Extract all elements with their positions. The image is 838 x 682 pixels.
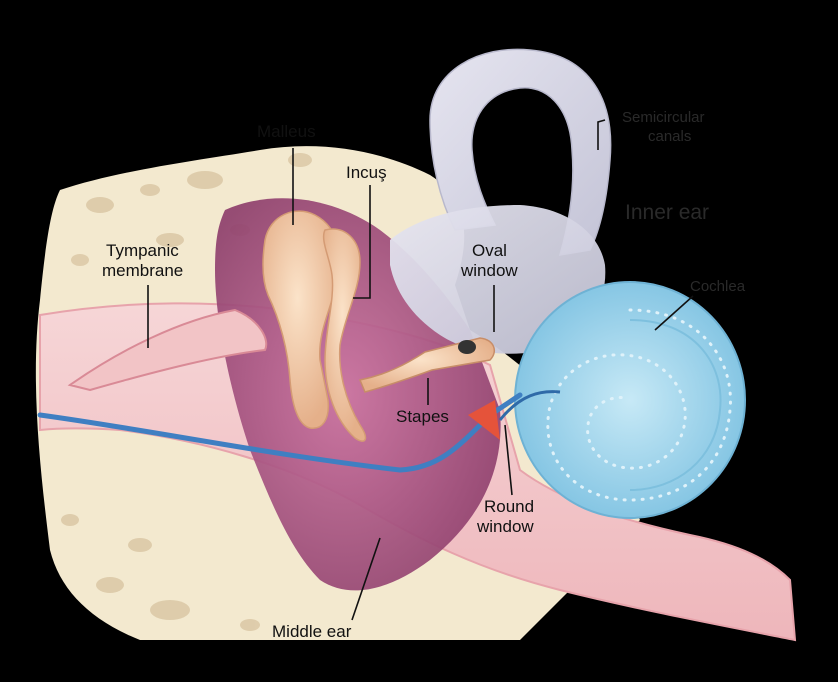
stapes-shape [358, 337, 496, 393]
incus-leader [353, 185, 371, 299]
oval-window-label-line2: window [460, 261, 518, 280]
cochlea-leader [654, 295, 694, 331]
semicircular-canals-shape [429, 48, 612, 256]
round-window-leader [504, 424, 513, 496]
malleus-label: Malleus [257, 122, 316, 141]
round-window-label-line1: Round [484, 497, 534, 516]
malleus-shape [262, 210, 341, 429]
semicircular-canals-label-line2: canals [648, 128, 691, 145]
incus-label: Incuş [346, 163, 387, 182]
oval-window-label-line1: Oval [472, 241, 507, 260]
incus-shape [322, 228, 367, 442]
cochlea-shape [514, 281, 746, 519]
inner-ear-label: Inner ear [625, 201, 709, 224]
electrode-tip [468, 400, 500, 440]
middle-ear-label: Middle ear [272, 622, 352, 641]
electrode-lead [37, 392, 523, 473]
electrode-array [498, 390, 561, 421]
middle-ear-leader [351, 537, 381, 621]
semicircular-leader [597, 119, 606, 150]
tympanic-membrane-label-line2: membrane [102, 261, 183, 280]
tympanic-membrane-shape [67, 308, 268, 392]
cochlea-label: Cochlea [690, 278, 746, 295]
semicircular-canals-label-line1: Semicircular [622, 109, 705, 126]
stapes-label: Stapes [396, 407, 449, 426]
round-window-label-line2: window [476, 517, 534, 536]
tympanic-membrane-label-line1: Tympanic [106, 241, 179, 260]
